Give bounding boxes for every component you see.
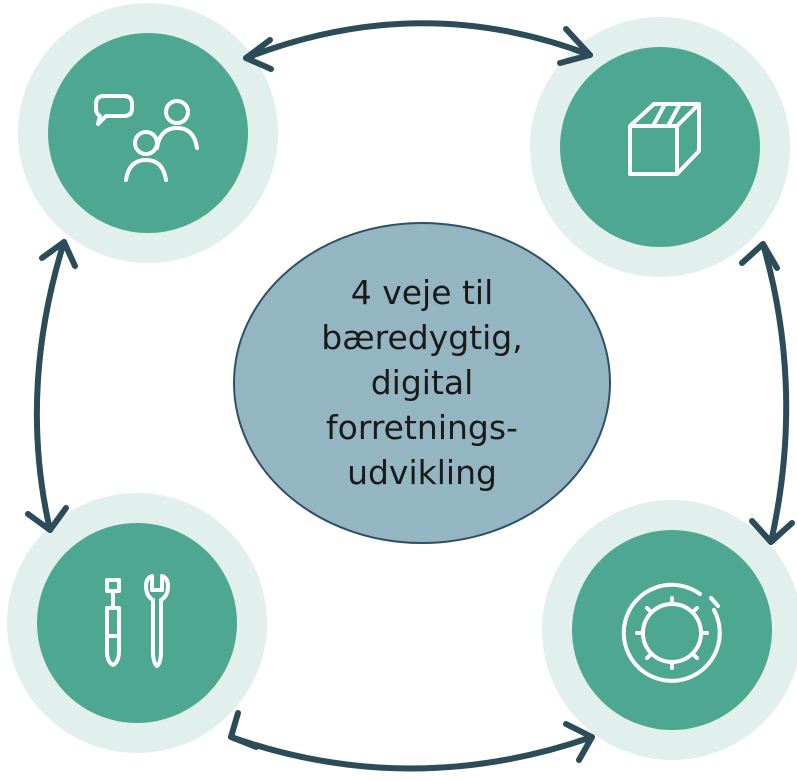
arrow-bottom: [228, 734, 595, 772]
node-box: [560, 47, 760, 247]
arrow-top-right-head: [557, 26, 593, 66]
arrow-right: [760, 241, 790, 545]
arrow-top: [243, 20, 593, 61]
arrow-left-top-head: [39, 239, 78, 269]
arrow-right-top-head: [739, 241, 780, 271]
box-icon: [628, 102, 701, 176]
arrow-left: [33, 239, 67, 533]
node-cycle: [572, 530, 772, 730]
arrow-right-bottom-head: [749, 518, 795, 545]
tools-icon: [105, 574, 170, 668]
arrow-bottom-right-head: [563, 721, 595, 763]
center-title: 4 veje til bæredygtig, digital forretnin…: [321, 273, 523, 492]
people-chat-icon: [94, 94, 199, 182]
arrow-top-left-head: [243, 37, 274, 72]
center-ellipse: [233, 222, 611, 544]
circular-gear-icon: [621, 582, 722, 683]
arrow-left-bottom-head: [25, 505, 69, 533]
node-tools: [37, 523, 237, 723]
arrow-bottom-left-head: [228, 710, 259, 750]
